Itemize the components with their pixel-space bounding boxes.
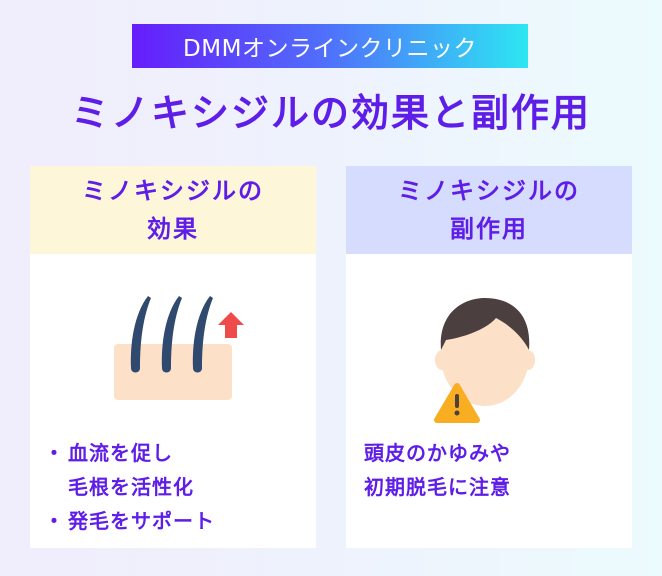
effects-card-header: ミノキシジルの 効果 bbox=[30, 166, 316, 254]
list-item: ・ 発毛をサポート bbox=[44, 509, 215, 533]
side-effects-card-header: ミノキシジルの 副作用 bbox=[346, 166, 632, 254]
hair-growth-icon bbox=[30, 284, 316, 424]
note-line1: 頭皮のかゆみや bbox=[364, 441, 511, 465]
side-effects-card: ミノキシジルの 副作用 頭皮のかゆみや 初期脱毛に注意 bbox=[346, 166, 632, 548]
effects-list: ・ 血流を促し 毛根を活性化 ・ 発毛をサポート bbox=[44, 436, 215, 538]
person-warning-icon bbox=[346, 284, 632, 424]
effects-heading-line1: ミノキシジルの bbox=[82, 177, 264, 205]
list-item-continued: 毛根を活性化 bbox=[68, 475, 194, 499]
list-item: ・ 血流を促し bbox=[44, 441, 173, 465]
side-effects-note: 頭皮のかゆみや 初期脱毛に注意 bbox=[364, 436, 511, 504]
note-line2: 初期脱毛に注意 bbox=[364, 475, 511, 499]
brand-label: DMMオンラインクリニック bbox=[183, 36, 477, 62]
side-effects-heading-line1: ミノキシジルの bbox=[398, 177, 580, 205]
brand-banner: DMMオンラインクリニック bbox=[132, 24, 528, 68]
effects-heading-line2: 効果 bbox=[147, 215, 199, 243]
side-effects-heading-line2: 副作用 bbox=[450, 215, 528, 243]
page-title: ミノキシジルの効果と副作用 bbox=[70, 91, 591, 135]
effects-card: ミノキシジルの 効果 ・ 血流を促し 毛根を活性化 ・ 発毛をサポート bbox=[30, 166, 316, 548]
